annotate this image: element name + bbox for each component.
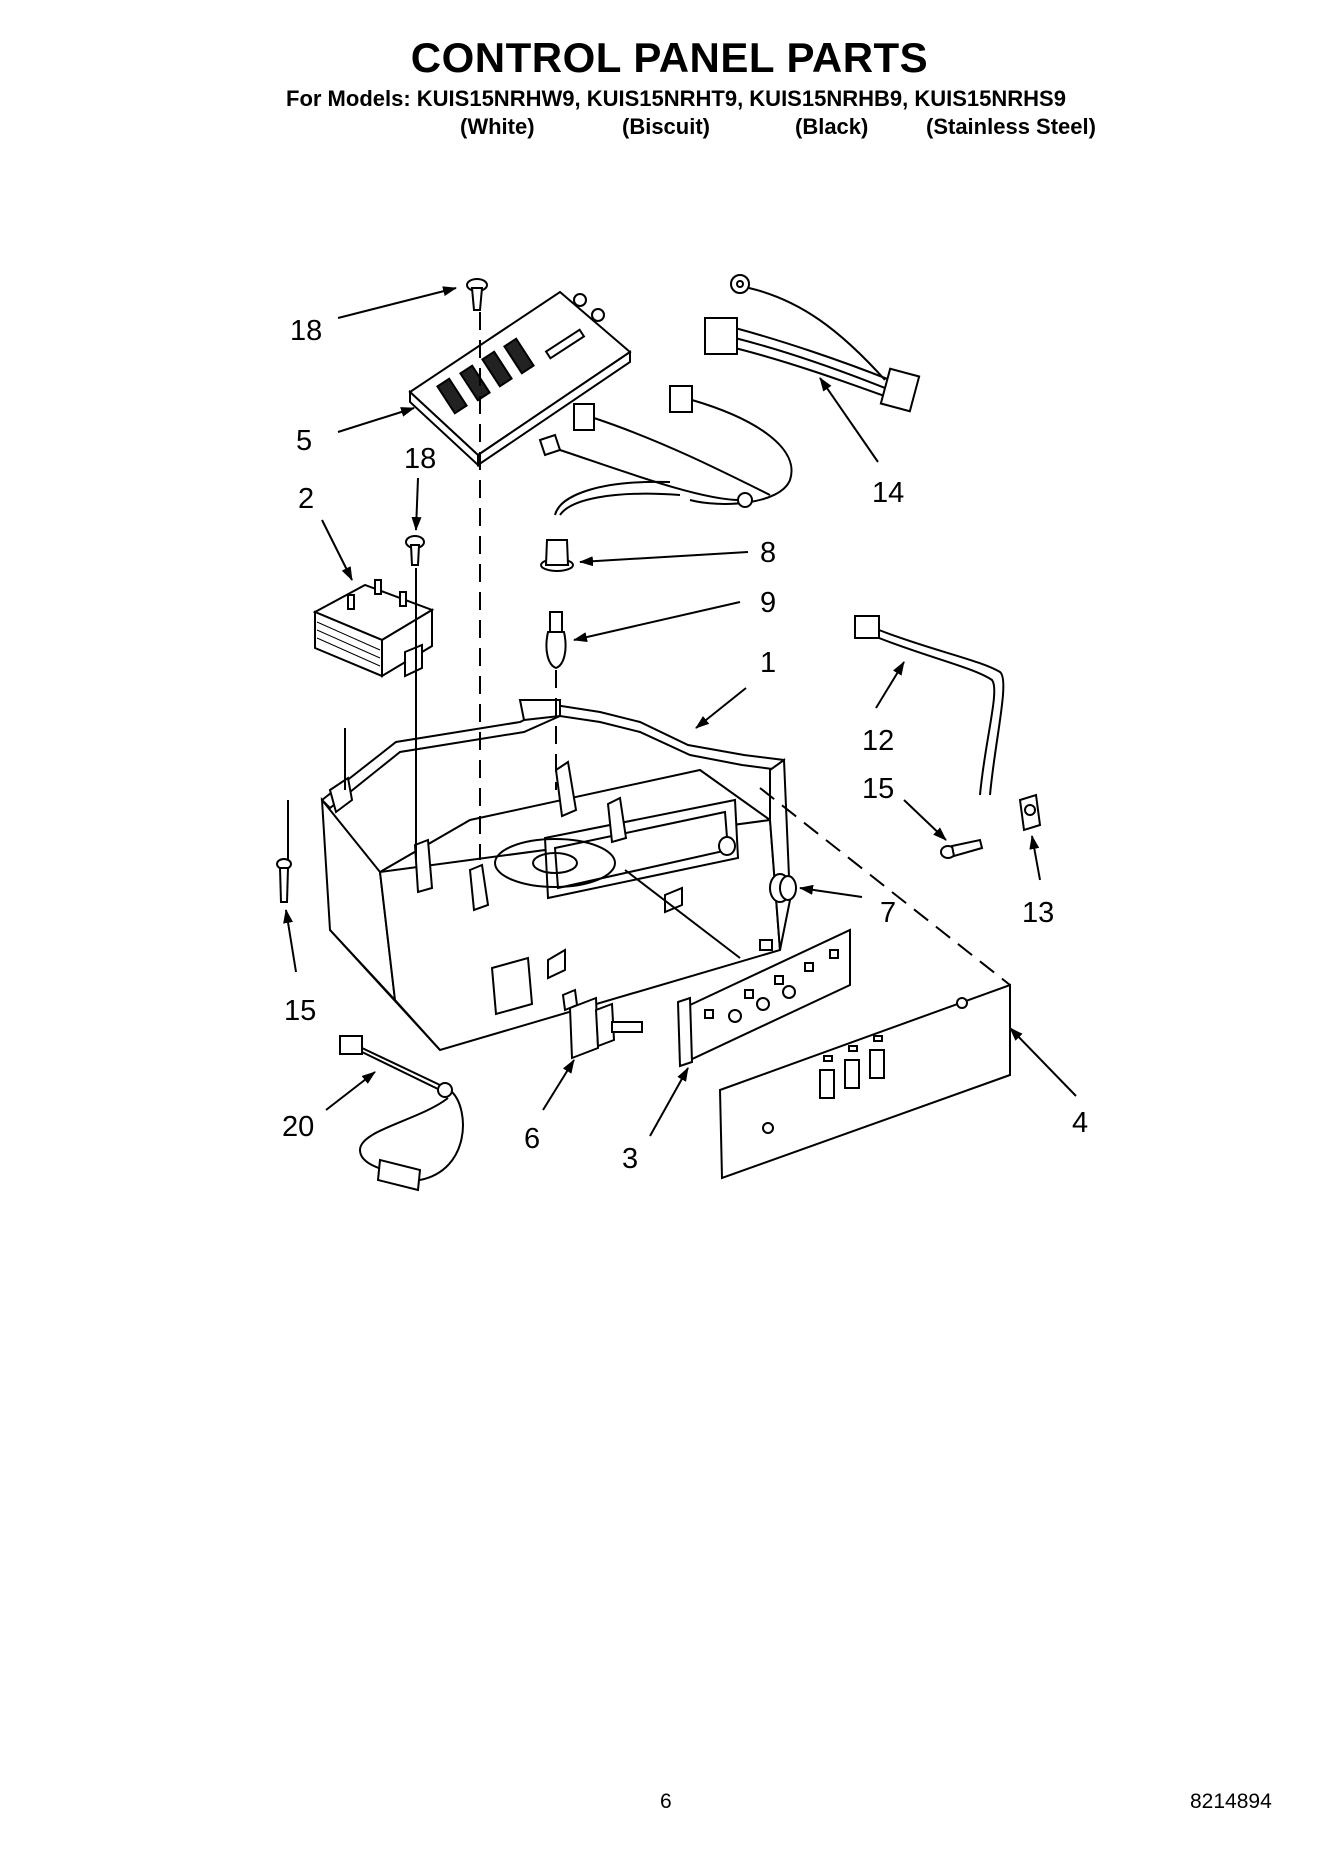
variant-black: (Black) xyxy=(795,114,869,139)
screw-15-right xyxy=(940,838,984,859)
callout-1: 1 xyxy=(760,647,776,679)
document-number: 8214894 xyxy=(1190,1790,1272,1813)
electronic-control-board xyxy=(408,290,632,468)
control-keypad xyxy=(676,928,851,1068)
callout-18-transformer-screw: 18 xyxy=(404,443,436,475)
screw-18-left xyxy=(405,535,425,566)
lamp-socket xyxy=(540,539,574,572)
callout-20: 20 xyxy=(282,1111,314,1143)
front-overlay-panel xyxy=(718,983,1011,1180)
callout-4: 4 xyxy=(1072,1107,1088,1139)
wire-harness-12 xyxy=(854,615,1042,832)
variant-white: (White) xyxy=(460,114,535,139)
page-title: CONTROL PANEL PARTS xyxy=(410,34,929,81)
callout-9: 9 xyxy=(760,587,776,619)
callout-15-right: 15 xyxy=(862,773,894,805)
callout-5: 5 xyxy=(296,425,312,457)
screw-18-top xyxy=(466,278,488,311)
screw-15-left xyxy=(276,858,292,903)
callout-6: 6 xyxy=(524,1123,540,1155)
alignment-lines xyxy=(287,312,1011,986)
switch xyxy=(561,988,643,1060)
models-line: For Models: KUIS15NRHW9, KUIS15NRHT9, KU… xyxy=(286,86,1066,111)
callout-numbers: 18 5 18 2 14 8 9 1 12 15 13 7 15 20 6 3 … xyxy=(282,315,1088,1175)
callout-13: 13 xyxy=(1022,897,1054,929)
callout-3: 3 xyxy=(622,1143,638,1175)
page-number: 6 xyxy=(660,1790,672,1813)
grommet xyxy=(769,873,797,903)
light-bulb xyxy=(545,611,567,670)
leader-arrows xyxy=(283,286,1077,1137)
lamp-socket-wiring xyxy=(538,385,793,516)
callout-14: 14 xyxy=(872,477,904,509)
callout-2: 2 xyxy=(298,483,314,515)
callout-12: 12 xyxy=(862,725,894,757)
variant-stainless-steel: (Stainless Steel) xyxy=(926,114,1096,139)
callout-8: 8 xyxy=(760,537,776,569)
sensor-harness xyxy=(339,1035,464,1192)
callout-18-board-screw: 18 xyxy=(290,315,322,347)
variant-biscuit: (Biscuit) xyxy=(622,114,710,139)
callout-15-left: 15 xyxy=(284,995,316,1027)
callout-7: 7 xyxy=(880,897,896,929)
wire-harness-14 xyxy=(704,274,921,413)
transformer xyxy=(312,579,435,678)
